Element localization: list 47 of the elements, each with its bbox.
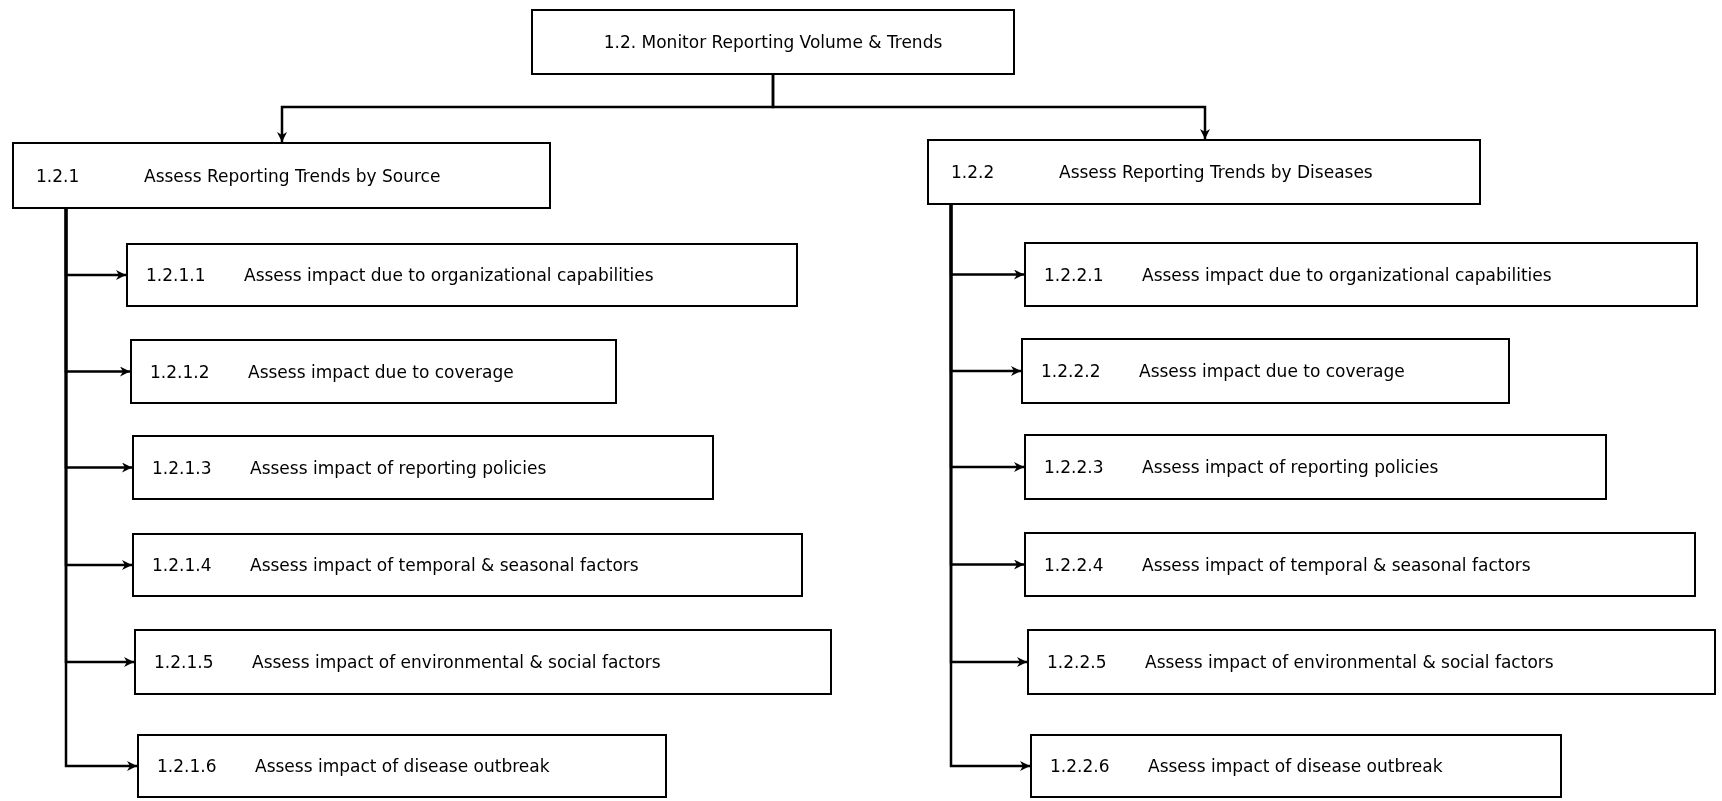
arrow (771, 75, 1210, 139)
process-box (1024, 434, 1607, 500)
item-label: Assess impact of environmental & social factors (1145, 652, 1554, 672)
item-label: Assess impact of temporal & seasonal factors (250, 555, 639, 575)
item-label: Assess impact of reporting policies (1142, 457, 1439, 477)
item-number: 1.2.2.4 (1044, 554, 1104, 575)
process-box (1030, 734, 1562, 798)
item-number: 1.2.1.4 (152, 555, 212, 575)
process-box (137, 734, 667, 798)
process-box (531, 9, 1015, 75)
item-label: Assess impact of disease outbreak (255, 756, 550, 776)
item-number: 1.2.1 (36, 165, 80, 186)
item-label: Assess impact due to organizational capabilities (244, 265, 654, 285)
item-number: 1.2.2.2 (1041, 361, 1101, 381)
item-label: 1.2. Monitor Reporting Volume & Trends (603, 32, 943, 52)
process-box (132, 533, 803, 597)
item-number: 1.2.1.3 (152, 457, 212, 478)
process-box (1021, 338, 1510, 404)
item-label: Assess Reporting Trends by Source (144, 165, 441, 186)
item-number: 1.2.1.5 (154, 652, 214, 672)
item-number: 1.2.2.5 (1047, 652, 1107, 672)
process-box (1024, 532, 1696, 597)
item-label: Assess impact due to organizational capabilities (1142, 264, 1552, 285)
process-box (1024, 242, 1698, 307)
item-label: Assess Reporting Trends by Diseases (1059, 162, 1373, 182)
item-label: Assess impact of reporting policies (250, 457, 547, 478)
arrow (949, 205, 1030, 771)
item-number: 1.2.2.6 (1050, 756, 1110, 776)
process-box (927, 139, 1481, 205)
item-number: 1.2.2.3 (1044, 457, 1104, 477)
item-number: 1.2.1.2 (150, 361, 210, 382)
process-box (132, 435, 714, 500)
arrow (64, 209, 137, 771)
item-number: 1.2.2 (951, 162, 995, 182)
item-label: Assess impact due to coverage (248, 361, 514, 382)
item-label: Assess impact of disease outbreak (1148, 756, 1443, 776)
process-box (12, 142, 551, 209)
process-box (126, 243, 798, 307)
item-label: Assess impact of environmental & social factors (252, 652, 661, 672)
item-label: Assess impact of temporal & seasonal factors (1142, 554, 1531, 575)
item-number: 1.2.1.1 (146, 265, 206, 285)
process-box (130, 339, 617, 404)
item-number: 1.2.1.6 (157, 756, 217, 776)
process-box (134, 629, 832, 695)
process-box (1027, 629, 1716, 695)
item-label: Assess impact due to coverage (1139, 361, 1405, 381)
item-number: 1.2.2.1 (1044, 264, 1104, 285)
